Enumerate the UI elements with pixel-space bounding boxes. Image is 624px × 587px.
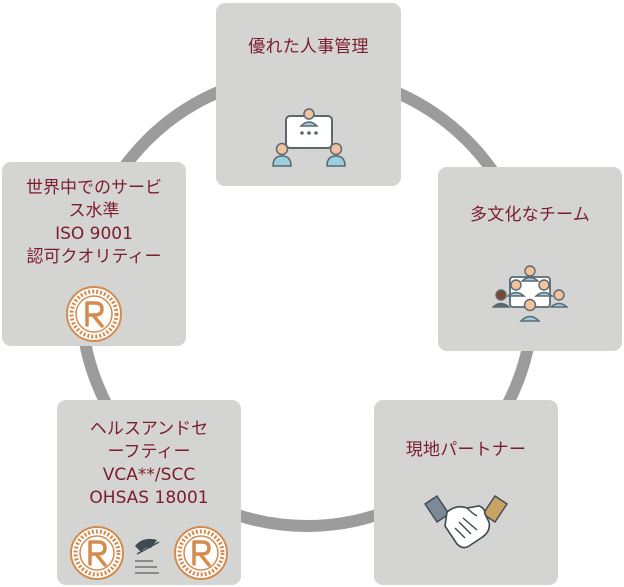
node-global-quality: 世界中でのサービ ス水準 ISO 9001 認可クオリティー (2, 162, 186, 346)
node-quality-line-2: ス水準 (68, 201, 120, 221)
node-quality-text: 世界中でのサービ ス水準 ISO 9001 認可クオリティー (2, 177, 186, 269)
node-local-partner: 現地パートナー (374, 400, 558, 585)
node-quality-line-4: 認可クオリティー (26, 247, 162, 267)
vca-seal-icon (70, 526, 124, 580)
node-safety-text: ヘルスアンドセ ーフティー VCA**/SCC OHSAS 18001 (57, 418, 241, 510)
node-safety-line-4: OHSAS 18001 (89, 488, 209, 508)
meeting-icon (271, 108, 346, 167)
node-safety-line-1: ヘルスアンドセ (89, 419, 209, 439)
node-safety-line-3: VCA**/SCC (102, 465, 196, 485)
team-icon (492, 265, 568, 322)
node-safety-line-2: ーフティー (107, 442, 191, 462)
node-partner-title: 現地パートナー (405, 440, 527, 460)
node-multicultural-team: 多文化なチーム (438, 167, 622, 351)
node-quality-line-1: 世界中でのサービ (26, 178, 162, 198)
iso-seal-icon (66, 286, 122, 342)
handshake-icon (424, 495, 508, 549)
kiwa-logo-icon (135, 538, 160, 574)
node-health-safety: ヘルスアンドセ ーフティー VCA**/SCC OHSAS 18001 (57, 400, 241, 585)
node-team-title: 多文化なチーム (470, 205, 590, 225)
ohsas-seal-icon (174, 526, 228, 580)
node-quality-line-3: ISO 9001 (55, 224, 133, 244)
node-hr-title: 優れた人事管理 (248, 37, 369, 57)
node-hr-management: 優れた人事管理 (216, 3, 401, 186)
certification-seals (70, 526, 228, 580)
